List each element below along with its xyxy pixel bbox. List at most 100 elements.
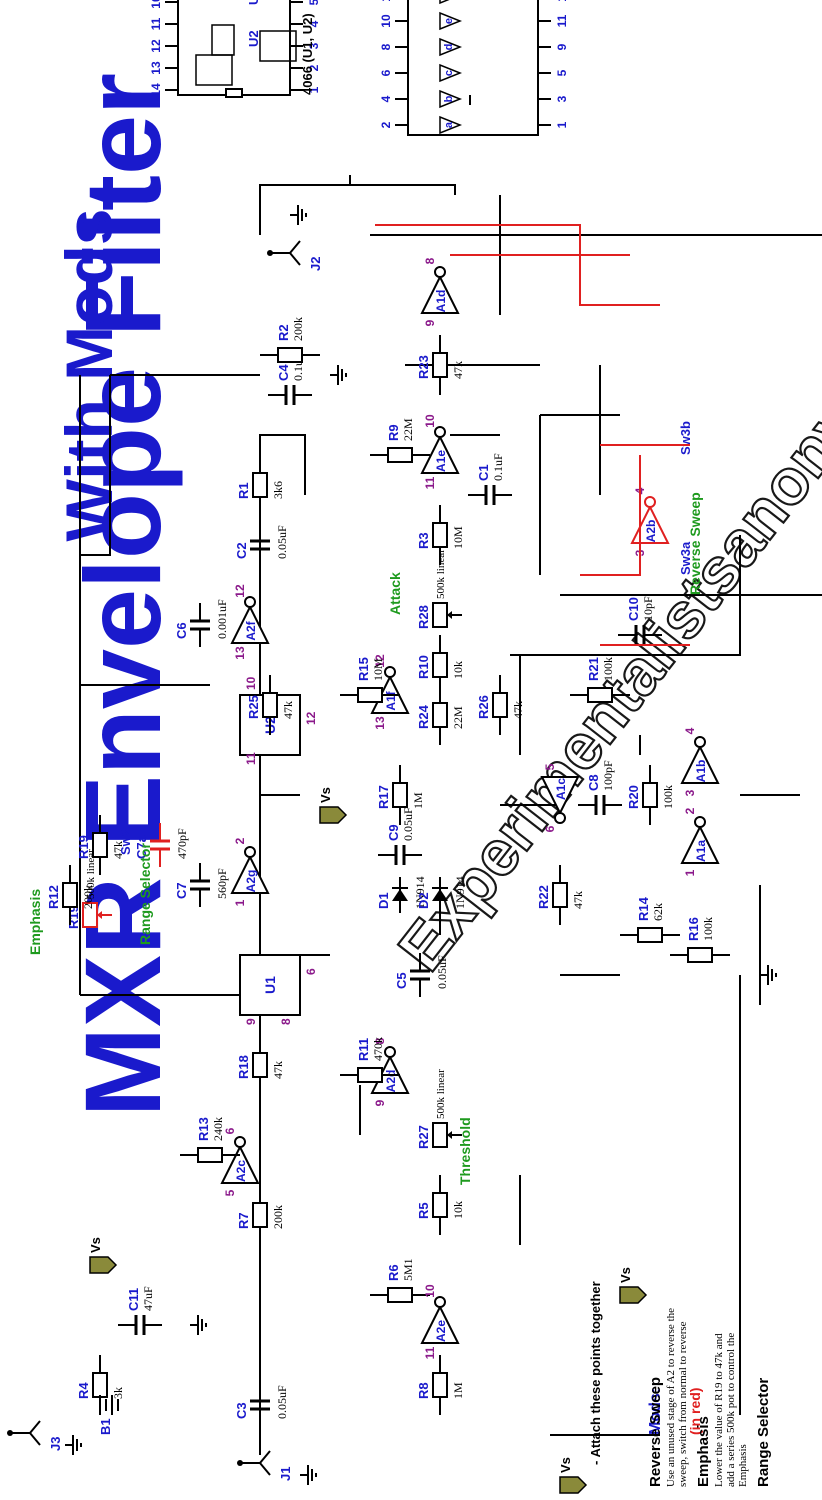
gate-ref: A1c	[554, 778, 568, 800]
resistor-value: 100k	[661, 785, 675, 809]
resistor-ref: R23	[416, 355, 431, 379]
resistor-ref: R10	[416, 655, 431, 679]
resistor-value: 10k	[451, 661, 465, 679]
gate-letter: a	[443, 121, 455, 128]
gate-pin-in: 3	[683, 789, 697, 796]
gate-pin-in: 11	[423, 1346, 437, 1359]
gate-pin-in: 11	[423, 476, 437, 489]
gate-ref: A2g	[244, 870, 258, 893]
jack-ref: J3	[48, 1437, 63, 1451]
ic-4066-label: 4066 (U1, U2)	[300, 13, 315, 95]
u2-pin-12: 12	[304, 711, 318, 725]
vs-terminal: Vs	[88, 1237, 118, 1274]
resistor-ref: R1	[236, 482, 251, 499]
inverter-a1b: A1b 3 4	[680, 727, 720, 796]
control-label-threshold: Threshold	[457, 1117, 473, 1185]
resistor-ref: R7	[236, 1212, 251, 1229]
mod-desc: sweep, switch from normal to reverse	[677, 1321, 689, 1487]
u2-pin-11: 11	[244, 752, 258, 765]
switch-ic-u1: U1	[239, 954, 301, 1016]
pin-number: 10	[149, 0, 163, 9]
capacitor-ref: C8	[586, 774, 601, 791]
mod-wiring	[375, 224, 690, 646]
resistor-r19: R19 47k	[76, 815, 125, 875]
resistor-ref: R8	[416, 1382, 431, 1399]
mod-title: Reverse Sweep	[647, 1377, 664, 1487]
switch-ref-sw3a: Sw3a	[678, 541, 693, 575]
switch-ref-sw2: Sw2	[118, 829, 133, 855]
diode-ref: D2	[416, 892, 431, 909]
gate-pin-in: 13	[233, 646, 247, 660]
pin-number: 4	[307, 20, 321, 27]
capacitor-value: 0.001uF	[215, 599, 229, 639]
resistor-value: 200k	[291, 317, 305, 341]
gate-letter: b	[443, 95, 455, 102]
gate-pin-out: 6	[543, 825, 557, 832]
mod-desc: Use an unused stage of A2 to reverse the	[665, 1308, 677, 1487]
capacitor-value: 470pF	[175, 828, 189, 859]
capacitor-ref: C7	[174, 882, 189, 899]
gate-pin-in: 9	[423, 319, 437, 326]
resistor-value: 62k	[651, 903, 665, 921]
resistor-value: 100k	[701, 917, 715, 941]
mods-heading: Mods:	[647, 1388, 664, 1435]
gate-pin-out: 8	[373, 1037, 387, 1044]
resistor-ref: R19	[76, 835, 91, 859]
resistor-value: 5M1	[401, 1258, 415, 1281]
gate-pin-in: 5	[543, 763, 557, 770]
jack-j3: J3	[7, 1420, 63, 1451]
gate-pin-out: 2	[233, 837, 247, 844]
resistor-value: 1M	[411, 792, 425, 809]
resistor-value: 47k	[111, 841, 125, 859]
ic-4066-pins: 1413121110981234567	[149, 0, 321, 97]
gate-pin-in: 1	[683, 869, 697, 876]
resistor-value: 47k	[511, 701, 525, 719]
gate-pin-out: 12	[233, 584, 247, 598]
mod-desc: add a series 500k pot to control the	[725, 1333, 737, 1487]
ground-c11	[190, 1315, 207, 1335]
gate-ref: A2f	[244, 620, 258, 640]
resistor-ref: R16	[686, 917, 701, 941]
ic-4069-pins: 2a4b6c8d10e12f13591113	[379, 0, 569, 135]
mod-title: Range Selector	[755, 1378, 772, 1487]
resistor-value: 100k	[601, 657, 615, 681]
pin-number: 11	[555, 14, 569, 27]
capacitor-ref: C6	[174, 622, 189, 639]
gate-ref: A1f	[384, 690, 398, 710]
control-label-reverse-sweep: Reverse Sweep	[687, 492, 703, 595]
diode-ref: D1	[376, 892, 391, 909]
resistor-value: 470k	[371, 1037, 385, 1061]
resistor-value: 3k	[111, 1387, 125, 1399]
control-label-range-selector: Range Selector	[137, 843, 153, 945]
capacitor-ref: C9	[386, 824, 401, 841]
capacitor-value: 0.05uF	[275, 525, 289, 559]
mod-desc: Lower the value of R19 to 47k and	[713, 1333, 725, 1487]
pin-number: 12	[379, 0, 393, 2]
ground-r16	[760, 965, 777, 985]
resistor-ref: R24	[416, 704, 431, 729]
resistor-ref: R11	[356, 1038, 371, 1061]
u2-pin-10: 10	[244, 676, 258, 690]
watermark-text: Experimentalistsanonymous / GeoGadgets	[384, 0, 822, 984]
gate-pin-out: 4	[683, 727, 697, 734]
capacitor-value: 0.1uF	[491, 453, 505, 481]
capacitor-ref: C1	[476, 464, 491, 481]
gate-ref: A1b	[694, 760, 708, 783]
vs-terminal: Vs	[558, 1457, 588, 1494]
